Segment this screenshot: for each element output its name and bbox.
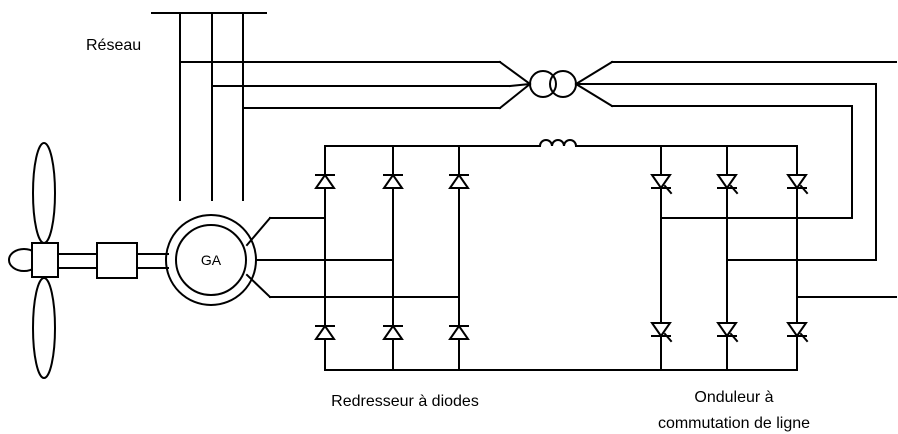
grid-to-transformer-lines [179, 60, 532, 110]
diode-rectifier [314, 145, 470, 371]
thyristor [786, 322, 808, 338]
thyristor [786, 174, 808, 190]
thyristor [716, 322, 738, 338]
inverter-label-line2: commutation de ligne [658, 415, 810, 432]
generator-label: GA [201, 252, 222, 268]
diode [382, 324, 404, 340]
generator-to-rectifier-lines [245, 216, 460, 299]
diode [314, 173, 336, 189]
thyristor-inverter [650, 145, 809, 371]
grid-label: Réseau [86, 37, 141, 54]
thyristor [650, 322, 672, 338]
diode [448, 324, 470, 340]
dc-link [324, 139, 798, 371]
diode [382, 173, 404, 189]
thyristor [716, 174, 738, 190]
thyristor [650, 174, 672, 190]
grid-busbar [151, 12, 267, 201]
gearbox [96, 242, 169, 279]
turbine-rotor [8, 142, 98, 379]
diode [448, 173, 470, 189]
inverter-label-line1: Onduleur à [694, 389, 773, 406]
rectifier-label: Redresseur à diodes [331, 393, 479, 410]
diode [314, 324, 336, 340]
transformer-symbol [529, 70, 577, 98]
generator-ga: GA [165, 214, 257, 306]
transformer-to-inverter-lines [574, 60, 897, 298]
